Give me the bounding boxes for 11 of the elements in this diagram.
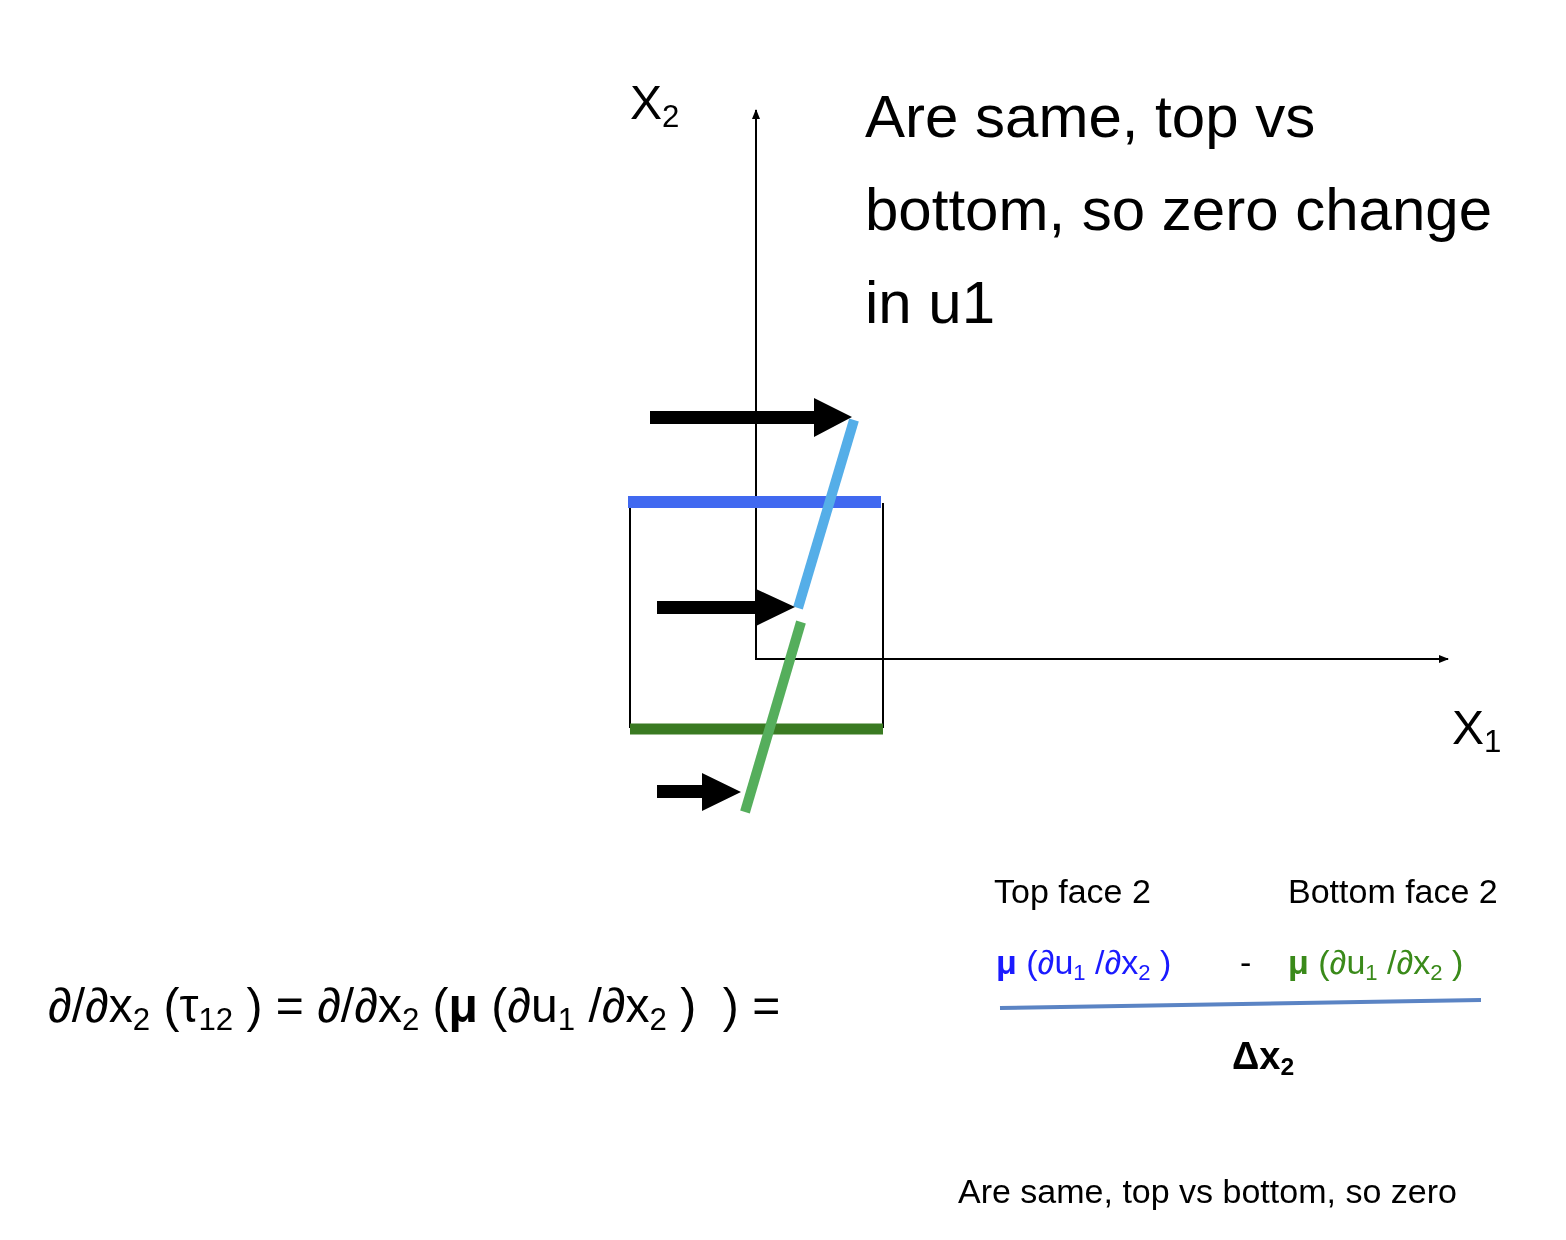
annotation-text: Are same, top vs bottom, so zero change in u1 <box>865 82 1494 338</box>
term-heading: Top face 2 <box>994 872 1151 912</box>
denominator-text: Δx$_{2}$ <box>1232 1035 1295 1082</box>
equation-text: ∂/∂x$_{2}$ (τ$_{12}$ ) = ∂/∂x$_{2}$ (μ (∂u$_{1}$ /∂x$_{2}$ ) ) = <box>48 978 781 1038</box>
minus-sign: - <box>1240 943 1252 983</box>
axis-label: X$_{1}$ <box>1452 700 1502 760</box>
axis-label: X$_{2}$ <box>630 75 680 135</box>
numerator-term: μ (∂u$_{1}$ /∂x$_{2}$ ) <box>996 943 1172 985</box>
note-text: Are same, top vs bottom, so zero <box>958 1172 1457 1212</box>
term-heading: Bottom face 2 <box>1288 872 1498 912</box>
numerator-term: μ (∂u$_{1}$ /∂x$_{2}$ ) <box>1288 943 1464 985</box>
